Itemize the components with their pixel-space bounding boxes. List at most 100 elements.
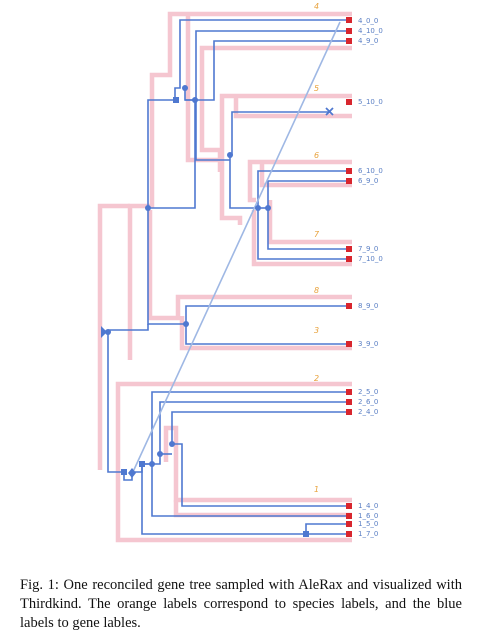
gene-label: 2_6_0 <box>358 398 378 406</box>
gene-label: 4_0_0 <box>358 17 378 25</box>
leaf-marker <box>346 99 352 105</box>
species-branch-6 <box>247 159 352 203</box>
loss-cross-icon <box>325 107 334 116</box>
species-leaf-6-box <box>259 162 352 188</box>
gene-node-square <box>173 97 179 103</box>
gene-nodes <box>101 85 309 537</box>
leaf-marker <box>346 246 352 252</box>
leaf-marker <box>346 503 352 509</box>
gene-node <box>255 205 261 211</box>
species-branch-8 <box>147 210 352 321</box>
gene-label: 2_4_0 <box>358 408 378 416</box>
species-label: 3 <box>314 326 319 335</box>
leaf-marker <box>346 303 352 309</box>
gene-edge-root <box>107 330 124 473</box>
gene-node <box>192 97 198 103</box>
transfer-line <box>131 21 341 475</box>
leaf-markers <box>346 17 352 537</box>
reconciled-gene-tree-figure: 4 5 6 7 8 3 2 1 4_0_0 4_10_0 4_9_0 5_10_… <box>97 2 383 543</box>
gene-edge-1_5_0 <box>305 523 348 534</box>
gene-edge-2_4_0 <box>171 411 348 444</box>
gene-edge-4_10_0 <box>195 30 348 161</box>
leaf-marker <box>346 389 352 395</box>
gene-node-square <box>121 469 127 475</box>
species-root <box>97 203 130 470</box>
gene-node <box>105 329 111 335</box>
gene-edge-8_9_0 <box>185 305 348 324</box>
species-branch-1-lower <box>115 462 352 543</box>
gene-node-square <box>303 531 309 537</box>
gene-node <box>149 461 155 467</box>
leaf-marker <box>346 531 352 537</box>
gene-label: 4_9_0 <box>358 37 378 45</box>
gene-label: 7_10_0 <box>358 255 383 263</box>
leaf-marker <box>346 38 352 44</box>
gene-node <box>169 441 175 447</box>
leaf-marker <box>346 399 352 405</box>
gene-node <box>182 85 188 91</box>
gene-label: 8_9_0 <box>358 302 378 310</box>
gene-edge-4_9_0 <box>185 40 348 101</box>
gene-edge-2_6_0 <box>159 401 348 454</box>
gene-node-triangle <box>101 326 107 338</box>
gene-edge-4-join <box>184 88 195 101</box>
species-leaf-5-box <box>233 96 352 119</box>
figure-caption: Fig. 1: One reconciled gene tree sampled… <box>20 577 462 631</box>
gene-label: 1_7_0 <box>358 530 378 538</box>
leaf-marker <box>346 168 352 174</box>
gene-node <box>265 205 271 211</box>
gene-edge-1_4_0 <box>172 443 348 507</box>
gene-tree <box>107 19 348 535</box>
species-label: 1 <box>314 485 319 494</box>
leaf-marker <box>346 513 352 519</box>
gene-label: 6_10_0 <box>358 167 383 175</box>
species-branch-5 <box>219 93 352 225</box>
gene-edge-lower-join-2 <box>142 454 161 465</box>
leaf-marker <box>346 341 352 347</box>
gene-node <box>157 451 163 457</box>
gene-node <box>145 205 151 211</box>
gene-edge-7_9_0 <box>267 208 348 250</box>
gene-node <box>183 321 189 327</box>
gene-edge-8-3-join <box>147 208 186 325</box>
leaf-marker <box>346 409 352 415</box>
species-label: 4 <box>314 2 319 11</box>
species-label: 2 <box>314 374 319 383</box>
species-label: 8 <box>314 286 319 295</box>
gene-label: 5_10_0 <box>358 98 383 106</box>
gene-edge-6_9_0 <box>267 180 348 208</box>
gene-edge-1_6_0 <box>151 464 348 517</box>
gene-edge-7_10_0 <box>257 208 348 260</box>
gene-edge-3_9_0 <box>185 324 348 345</box>
gene-edge-6_10_0 <box>257 170 348 208</box>
leaf-marker <box>346 256 352 262</box>
gene-label: 1_4_0 <box>358 502 378 510</box>
gene-node <box>227 152 233 158</box>
gene-edge-2_5_0 <box>151 391 348 464</box>
species-leaf-1-box <box>173 500 352 518</box>
species-branch-7 <box>267 200 352 245</box>
species-label: 5 <box>314 84 319 93</box>
species-branch-2 <box>115 381 352 462</box>
gene-edge-upper-join <box>148 100 196 209</box>
gene-node-diamond <box>128 468 136 478</box>
species-branch-3 <box>179 316 352 351</box>
leaf-marker <box>346 17 352 23</box>
gene-labels: 4_0_0 4_10_0 4_9_0 5_10_0 6_10_0 6_9_0 7… <box>358 17 383 538</box>
species-label: 7 <box>314 230 320 239</box>
gene-label: 6_9_0 <box>358 177 378 185</box>
species-branch-7-lower <box>251 210 352 267</box>
gene-label: 4_10_0 <box>358 27 383 35</box>
gene-edge-middle <box>229 160 258 209</box>
gene-edge-mid-stem <box>108 324 149 331</box>
leaf-marker <box>346 178 352 184</box>
gene-node-square <box>139 461 145 467</box>
gene-label: 7_9_0 <box>358 245 378 253</box>
gene-edge-5_10_0 <box>231 111 330 155</box>
leaf-marker <box>346 28 352 34</box>
gene-label: 2_5_0 <box>358 388 378 396</box>
gene-label: 1_6_0 <box>358 512 378 520</box>
species-branch-1 <box>163 425 352 503</box>
species-labels: 4 5 6 7 8 3 2 1 <box>314 2 320 494</box>
gene-label: 3_9_0 <box>358 340 378 348</box>
